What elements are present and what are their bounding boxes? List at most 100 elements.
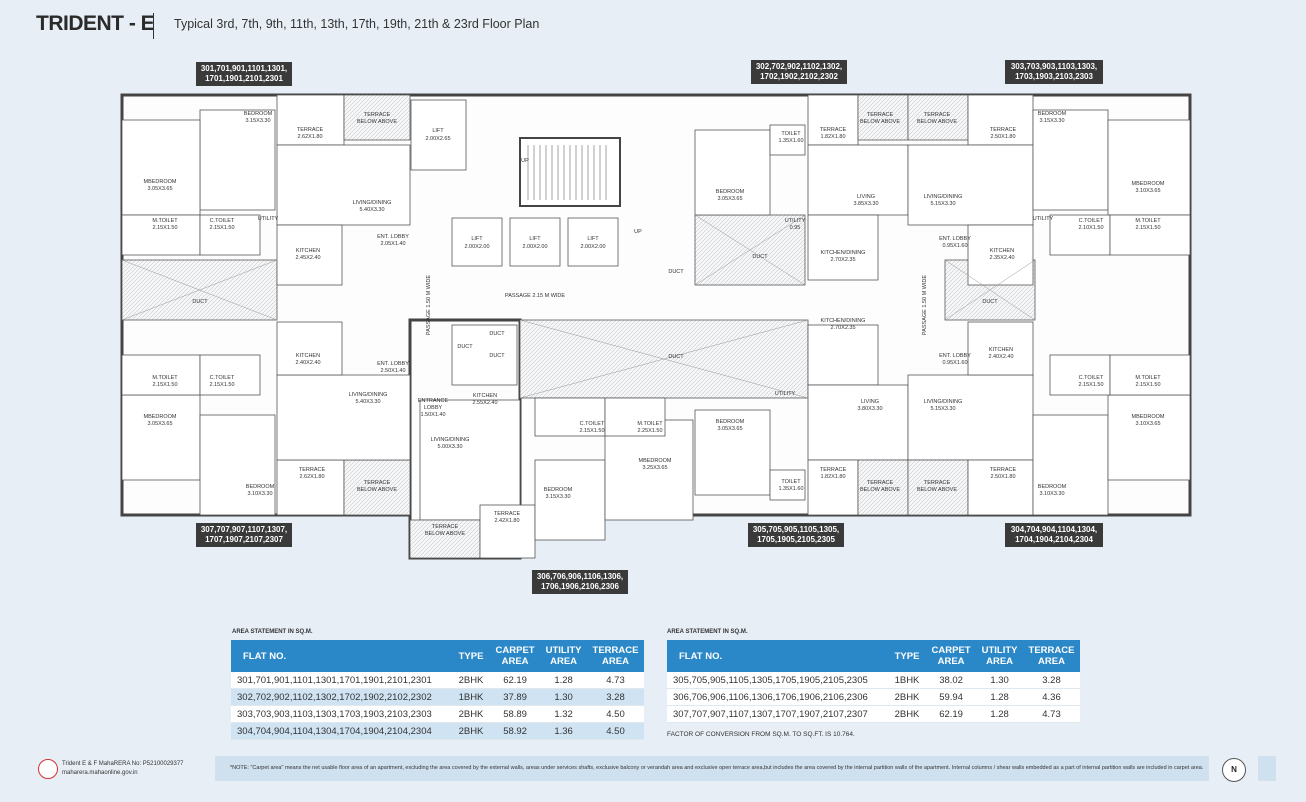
flat-tag-line: 1705,1905,2105,2305 xyxy=(757,535,835,544)
room xyxy=(857,459,909,516)
room xyxy=(1049,354,1111,396)
room xyxy=(343,459,411,516)
room xyxy=(419,399,521,521)
lift-size: 2.00X2.65 xyxy=(425,136,450,142)
room xyxy=(199,354,261,396)
floor-plan: LIFT 2.00X2.65 LIFT 2.00X2.00 LIFT 2.00X… xyxy=(120,93,1192,560)
duct-label: DUCT xyxy=(668,269,684,275)
flat-no: 302,702,902,1102,1302,1702,1902,2102,230… xyxy=(231,688,452,706)
room-label: LIVING xyxy=(857,194,875,200)
flat-type: 1BHK xyxy=(452,688,490,706)
flat-type: 2BHK xyxy=(452,705,490,723)
room-label: BELOW ABOVE xyxy=(860,119,900,125)
room xyxy=(967,459,1034,516)
room xyxy=(907,374,1034,461)
room-label: UTILITY xyxy=(775,391,796,397)
room-size: 2.15X1.50 xyxy=(209,225,234,231)
stair-treads xyxy=(527,145,607,200)
utility-area: 1.28 xyxy=(976,705,1023,723)
terrace-area: 3.28 xyxy=(1022,672,1080,689)
room-size: 2.62X1.80 xyxy=(297,134,322,140)
rera-website[interactable]: maharera.mahaonline.gov.in xyxy=(62,770,138,776)
flat-type: 2BHK xyxy=(452,722,490,740)
room xyxy=(276,224,343,286)
room-size: 2.35X2.40 xyxy=(989,255,1014,261)
room-label: UTILITY xyxy=(1033,216,1054,222)
utility-area: 1.30 xyxy=(976,672,1023,689)
col-header: TYPE xyxy=(888,640,926,672)
room-label: BEDROOM xyxy=(246,484,275,490)
flat-tag-top-middle: 302,702,902,1102,1302, 1702,1902,2102,23… xyxy=(751,60,847,84)
room xyxy=(1032,414,1109,516)
room xyxy=(1032,109,1109,211)
room-label: BEDROOM xyxy=(544,487,573,493)
room-label: M.TOILET xyxy=(152,375,178,381)
room-size: 3.85X3.30 xyxy=(853,201,878,207)
room-size: 2.45X2.40 xyxy=(295,255,320,261)
room-label: KITCHEN xyxy=(990,248,1014,254)
utility-area: 1.30 xyxy=(540,688,587,706)
carpet-area: 38.02 xyxy=(926,672,977,689)
flat-no: 306,706,906,1106,1306,1706,1906,2106,230… xyxy=(667,688,888,706)
room-label: TERRACE xyxy=(924,480,951,486)
conversion-factor-note: FACTOR OF CONVERSION FROM SQ.M. TO SQ.FT… xyxy=(667,731,855,738)
room-size: 3.15X3.30 xyxy=(1039,118,1064,124)
col-header: UTILITY AREA xyxy=(976,640,1023,672)
col-header: TERRACE AREA xyxy=(586,640,644,672)
lift-shaft xyxy=(410,99,467,171)
room-label: TERRACE xyxy=(297,127,324,133)
carpet-area: 62.19 xyxy=(490,672,541,689)
flat-tag-line: 304,704,904,1104,1304, xyxy=(1010,525,1098,534)
room-label: UTILITY xyxy=(785,218,806,224)
room-label: KITCHEN xyxy=(989,347,1013,353)
lift-shaft xyxy=(509,217,561,267)
room-label: TOILET xyxy=(781,131,801,137)
room-label: TERRACE xyxy=(867,480,894,486)
room-label: LIVING xyxy=(861,399,879,405)
flat-no: 303,703,903,1103,1303,1703,1903,2103,230… xyxy=(231,705,452,723)
room xyxy=(807,384,909,461)
table-row: 302,702,902,1102,1302,1702,1902,2102,230… xyxy=(231,688,644,706)
room xyxy=(907,144,1034,226)
room xyxy=(1107,119,1191,216)
lift-size: 2.00X2.00 xyxy=(464,244,489,250)
room xyxy=(807,214,879,281)
utility-area: 1.28 xyxy=(976,688,1023,706)
table-row: 303,703,903,1103,1303,1703,1903,2103,230… xyxy=(231,705,644,723)
room-label: LIVING/DINING xyxy=(924,194,963,200)
flat-tag-line: 1707,1907,2107,2307 xyxy=(205,535,283,544)
room-size: 2.50X1.80 xyxy=(990,474,1015,480)
room-label: BELOW ABOVE xyxy=(357,119,397,125)
passage-label: PASSAGE 1.50 M WIDE xyxy=(426,275,432,335)
room-size: 2.70X2.35 xyxy=(830,257,855,263)
room xyxy=(199,109,276,211)
room-label: KITCHEN xyxy=(296,248,320,254)
room-label: BEDROOM xyxy=(716,419,745,425)
flat-no: 305,705,905,1105,1305,1705,1905,2105,230… xyxy=(667,672,888,689)
room-label: TERRACE xyxy=(364,112,391,118)
area-table-title-right: AREA STATEMENT IN SQ.M. xyxy=(667,629,748,635)
utility-area: 1.36 xyxy=(540,722,587,740)
duct-label: DUCT xyxy=(192,299,208,305)
duct-label: DUCT xyxy=(489,353,505,359)
room-size: 2.62X1.80 xyxy=(299,474,324,480)
lift-label: LIFT xyxy=(471,236,483,242)
room-label: BELOW ABOVE xyxy=(425,531,465,537)
duct-label: DUCT xyxy=(489,331,505,337)
room-size: 2.50X1.40 xyxy=(380,368,405,374)
room xyxy=(967,224,1034,286)
carpet-area: 37.89 xyxy=(490,688,541,706)
room-size: 5.15X3.30 xyxy=(930,406,955,412)
duct-label: DUCT xyxy=(457,344,473,350)
flat-tag-line: 305,705,905,1105,1305, xyxy=(752,525,840,534)
room-label: ENT. LOBBY xyxy=(377,234,409,240)
room-label: LIVING/DINING xyxy=(349,392,388,398)
room-label: LOBBY xyxy=(424,405,443,411)
room xyxy=(343,94,411,141)
col-header: CARPET AREA xyxy=(926,640,977,672)
flat-type: 1BHK xyxy=(888,672,926,689)
table-row: 301,701,901,1101,1301,1701,1901,2101,230… xyxy=(231,672,644,689)
table-row: 305,705,905,1105,1305,1705,1905,2105,230… xyxy=(667,672,1080,689)
room xyxy=(534,397,606,437)
title-divider xyxy=(153,13,154,39)
